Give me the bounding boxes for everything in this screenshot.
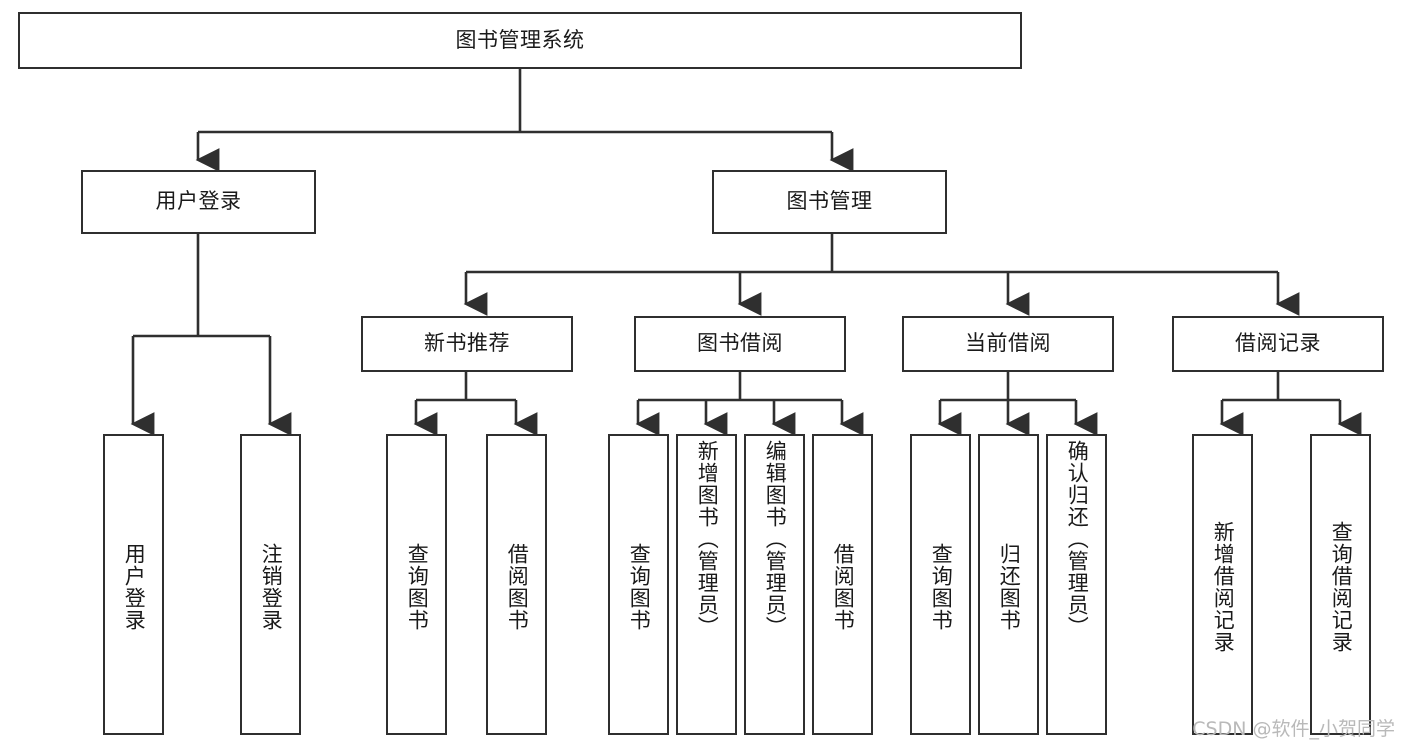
node-root[interactable]: 图书管理系统 <box>18 12 1022 69</box>
leaf-confirm-return[interactable]: 确认归还（管理员） <box>1046 434 1107 735</box>
node-root-label: 图书管理系统 <box>455 27 585 52</box>
leaf-user-login-label: 用户登录 <box>122 542 147 631</box>
node-new-book-recommend[interactable]: 新书推荐 <box>361 316 573 372</box>
leaf-borrow-book-2-label: 借阅图书 <box>831 542 856 631</box>
leaf-borrow-book-2[interactable]: 借阅图书 <box>812 434 873 735</box>
leaf-add-record[interactable]: 新增借阅记录 <box>1192 434 1253 735</box>
node-borrow-record-label: 借阅记录 <box>1235 331 1321 356</box>
leaf-logout-login-label: 注销登录 <box>259 542 284 631</box>
node-book-borrow-label: 图书借阅 <box>697 331 783 356</box>
leaf-return-book[interactable]: 归还图书 <box>978 434 1039 735</box>
node-new-book-recommend-label: 新书推荐 <box>424 331 510 356</box>
node-book-borrow[interactable]: 图书借阅 <box>634 316 846 372</box>
leaf-confirm-return-label: 确认归还（管理员） <box>1065 440 1090 638</box>
leaf-query-record[interactable]: 查询借阅记录 <box>1310 434 1371 735</box>
node-user-login[interactable]: 用户登录 <box>81 170 316 234</box>
node-borrow-record[interactable]: 借阅记录 <box>1172 316 1384 372</box>
leaf-add-book[interactable]: 新增图书（管理员） <box>676 434 737 735</box>
leaf-borrow-book-1[interactable]: 借阅图书 <box>486 434 547 735</box>
leaf-add-record-label: 新增借阅记录 <box>1211 520 1236 653</box>
leaf-add-book-label: 新增图书（管理员） <box>695 440 720 638</box>
leaf-query-book-1-label: 查询图书 <box>405 542 430 631</box>
leaf-borrow-book-1-label: 借阅图书 <box>505 542 530 631</box>
leaf-edit-book-label: 编辑图书（管理员） <box>763 440 788 638</box>
leaf-return-book-label: 归还图书 <box>997 542 1022 631</box>
node-user-login-label: 用户登录 <box>155 189 242 214</box>
leaf-edit-book[interactable]: 编辑图书（管理员） <box>744 434 805 735</box>
leaf-user-login[interactable]: 用户登录 <box>103 434 164 735</box>
node-book-manage-label: 图书管理 <box>786 189 873 214</box>
node-current-borrow-label: 当前借阅 <box>965 331 1051 356</box>
node-book-manage[interactable]: 图书管理 <box>712 170 947 234</box>
leaf-query-record-label: 查询借阅记录 <box>1329 520 1354 653</box>
leaf-query-book-2-label: 查询图书 <box>627 542 652 631</box>
leaf-query-book-2[interactable]: 查询图书 <box>608 434 669 735</box>
leaf-query-book-1[interactable]: 查询图书 <box>386 434 447 735</box>
leaf-query-book-3-label: 查询图书 <box>929 542 954 631</box>
leaf-logout-login[interactable]: 注销登录 <box>240 434 301 735</box>
leaf-query-book-3[interactable]: 查询图书 <box>910 434 971 735</box>
node-current-borrow[interactable]: 当前借阅 <box>902 316 1114 372</box>
